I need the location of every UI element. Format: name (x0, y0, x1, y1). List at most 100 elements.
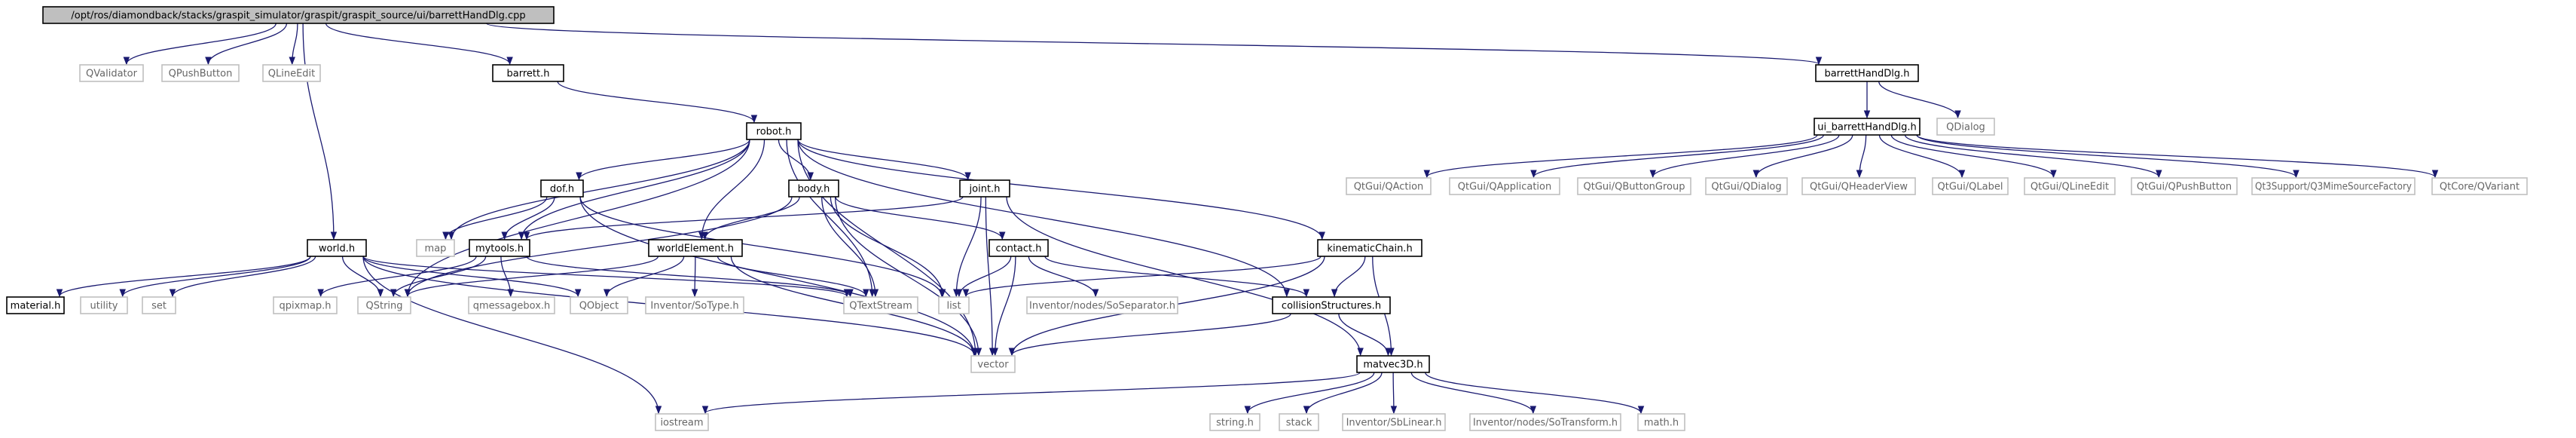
file-node-stack: stack (1279, 413, 1319, 431)
edge-arrowhead (1319, 231, 1325, 240)
file-node-qobject: QObject (570, 296, 628, 314)
edge-line (1916, 134, 2436, 178)
file-node-label: stack (1286, 418, 1312, 429)
file-node-box (788, 179, 839, 198)
edge-arrowhead (1390, 406, 1398, 415)
edge-arrowhead (701, 231, 708, 240)
edge-line (1756, 134, 1853, 178)
edge-line (797, 139, 1288, 297)
file-node-box (2131, 177, 2238, 195)
file-node-body[interactable]: body.h (788, 179, 839, 198)
file-node-box (1449, 177, 1560, 195)
edge-line (557, 81, 755, 123)
edge-arrowhead (872, 289, 879, 298)
edge-arrowhead (56, 289, 63, 298)
file-node-label: barrettHandDlg.h (1824, 69, 1909, 80)
file-node-kinematic[interactable]: kinematicChain.h (1317, 239, 1422, 257)
edge-matvec-to-sotransform (1410, 372, 1537, 415)
file-node-box (1705, 177, 1788, 195)
file-node-qtgui_qapplication: QtGui/QApplication (1449, 177, 1560, 195)
file-node-label: worldElement.h (657, 244, 734, 255)
edge-contact-to-list (955, 256, 1012, 298)
edge-line (1028, 256, 1096, 297)
file-node-label: QDialog (1946, 122, 1985, 133)
edge-arrowhead (975, 348, 982, 357)
edge-arrowhead (1856, 170, 1863, 179)
edge-arrowhead (1958, 170, 1966, 179)
edge-arrowhead (970, 348, 978, 357)
edge-arrowhead (1530, 170, 1537, 179)
edge-line (451, 139, 750, 240)
edge-line (1652, 134, 1840, 178)
edge-robot-to-qstring (404, 139, 750, 298)
file-node-world[interactable]: world.h (307, 239, 367, 257)
edge-arrowhead (655, 406, 662, 415)
file-node-box (1815, 64, 1919, 82)
edge-arrowhead (992, 348, 998, 357)
edge-mytools-to-qstring (390, 256, 487, 298)
edge-joint-to-list (953, 196, 982, 298)
file-node-box (1814, 118, 1921, 136)
file-node-label: Inventor/nodes/SoTransform.h (1473, 418, 1618, 429)
edge-worldelement-to-qstring (404, 256, 659, 298)
edge-arrowhead (523, 231, 530, 240)
edge-body-to-qtextstream (821, 196, 879, 298)
file-node-box (79, 64, 144, 82)
file-node-label: QtGui/QAction (1354, 182, 1424, 193)
file-node-qpushbutton: QPushButton (161, 64, 240, 82)
file-node-label: QtGui/QApplication (1458, 182, 1552, 193)
file-node-joint[interactable]: joint.h (959, 179, 1010, 198)
file-node-dof[interactable]: dof.h (540, 179, 584, 198)
edge-uidlg-to-qtgui_qpushbutton (1904, 134, 2162, 179)
file-node-uidlg[interactable]: ui_barrettHandDlg.h (1814, 118, 1921, 136)
file-node-box (1936, 118, 1995, 136)
file-node-box (2431, 177, 2528, 195)
edge-line (407, 139, 750, 297)
edge-arrowhead (518, 231, 525, 240)
file-node-box (468, 296, 555, 314)
edge-arrowhead (1423, 170, 1431, 179)
edge-arrowhead (404, 289, 411, 298)
edge-arrowhead (501, 231, 508, 240)
file-node-label: vector (977, 360, 1009, 371)
edge-dof-to-vector (579, 196, 978, 357)
file-node-label: QObject (579, 301, 619, 312)
edge-arrowhead (2050, 170, 2057, 179)
edge-line (579, 196, 975, 356)
edge-arrowhead (604, 289, 610, 298)
edge-arrowhead (576, 172, 582, 181)
file-node-contact[interactable]: contact.h (989, 239, 1049, 257)
file-node-box (416, 239, 455, 257)
file-node-box (938, 296, 970, 314)
edge-line (393, 256, 487, 297)
edge-uidlg-to-qtgui_qheaderview (1856, 134, 1867, 179)
edge-line (445, 196, 548, 240)
edge-root-to-barrettdlg (486, 23, 1823, 66)
edge-dof-to-map (442, 196, 548, 240)
file-node-qdialog: QDialog (1936, 118, 1995, 136)
file-node-box (492, 64, 564, 82)
edge-contact-to-collision (1044, 256, 1310, 298)
edge-arrowhead (807, 172, 814, 181)
file-node-qtcore_qvariant: QtCore/QVariant (2431, 177, 2528, 195)
file-node-box (2251, 177, 2416, 195)
edge-line (995, 256, 1016, 356)
edge-line (965, 256, 1322, 297)
file-node-mytools[interactable]: mytools.h (469, 239, 530, 257)
edge-line (302, 23, 335, 240)
file-node-material[interactable]: material.h (6, 296, 65, 314)
file-node-root[interactable]: /opt/ros/diamondback/stacks/graspit_simu… (42, 6, 555, 24)
edge-matvec-to-iostream (701, 372, 1361, 415)
file-node-matvec[interactable]: matvec3D.h (1356, 355, 1430, 373)
file-node-barrett[interactable]: barrett.h (492, 64, 564, 82)
file-node-label: world.h (319, 244, 355, 255)
file-node-collision[interactable]: collisionStructures.h (1272, 296, 1391, 314)
edge-line (797, 139, 1323, 240)
edge-arrowhead (507, 289, 514, 298)
file-node-robot[interactable]: robot.h (746, 122, 802, 140)
file-node-barrettdlg[interactable]: barrettHandDlg.h (1815, 64, 1919, 82)
edge-arrowhead (962, 289, 970, 298)
edge-arrowhead (691, 289, 698, 298)
file-node-worldelement[interactable]: worldElement.h (648, 239, 743, 257)
edge-line (1044, 256, 1307, 297)
